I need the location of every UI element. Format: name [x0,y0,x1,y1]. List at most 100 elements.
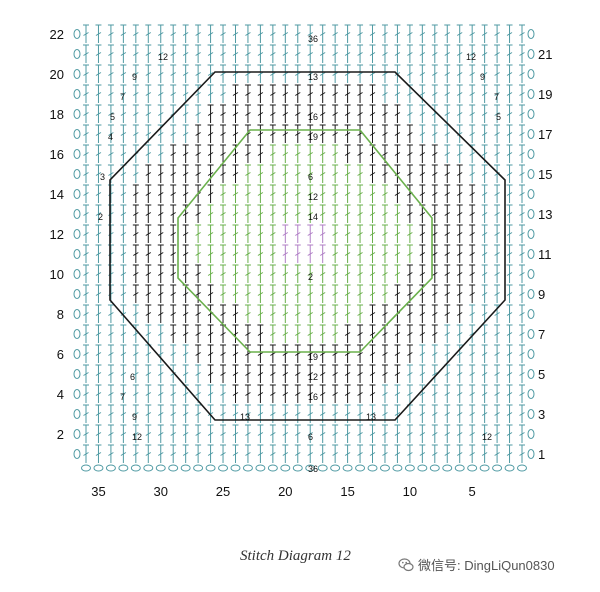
stitch-symbol [419,404,426,423]
stitch-symbol [456,44,463,63]
stitch-symbol [95,104,102,123]
stitch-symbol [195,164,202,183]
stitch-symbol [294,264,301,283]
stitch-symbol [381,44,388,63]
stitch-symbol [269,64,276,83]
chain-oval [73,209,81,219]
stitch-symbol [244,84,251,103]
stitch-count-label: 12 [482,432,492,442]
stitch-symbol [406,164,413,183]
stitch-symbol [95,204,102,223]
stitch-symbol [182,444,189,463]
stitch-symbol [107,44,114,63]
stitch-symbol [232,124,239,143]
stitch-symbol [506,164,513,183]
stitch-symbol [394,124,401,143]
stitch-symbol [120,24,127,43]
stitch-symbol [394,164,401,183]
stitch-count-label: 5 [110,112,115,122]
stitch-symbol [95,144,102,163]
stitch-symbol [394,44,401,63]
chain-oval [73,149,81,159]
stitch-symbol [357,164,364,183]
stitch-symbol [195,364,202,383]
chain-oval [73,229,81,239]
stitch-symbol [269,244,276,263]
stitch-symbol [95,224,102,243]
stitch-symbol [120,284,127,303]
foundation-chain [479,464,490,472]
stitch-symbol [157,364,164,383]
stitch-symbol [394,364,401,383]
stitch-symbol [232,164,239,183]
stitch-symbol [282,244,289,263]
row-label-left: 6 [57,347,64,362]
stitch-symbol [207,224,214,243]
stitch-symbol [294,144,301,163]
stitch-symbol [456,144,463,163]
stitch-symbol [444,304,451,323]
stitch-symbol [83,244,89,263]
stitch-symbol [95,324,102,343]
foundation-chain [280,464,291,472]
stitch-symbol [506,404,513,423]
stitch-symbol [257,364,264,383]
stitch-symbol [357,364,364,383]
stitch-symbol [294,344,301,363]
stitch-symbol [83,324,89,343]
chain-oval [527,169,535,179]
stitch-symbol [319,364,326,383]
stitch-symbol [419,144,426,163]
stitch-symbol [294,164,301,183]
stitch-symbol [157,304,164,323]
stitch-symbol [369,424,376,443]
stitch-symbol [456,64,463,83]
stitch-symbol [107,404,114,423]
stitch-symbol [419,24,426,43]
stitch-symbol [357,284,364,303]
stitch-symbol [494,424,501,443]
stitch-symbol [519,84,525,103]
stitch-symbol [207,144,214,163]
stitch-symbol [132,124,139,143]
stitch-symbol [419,384,426,403]
stitch-symbol [83,384,89,403]
stitch-symbol [182,24,189,43]
stitch-symbol [170,264,177,283]
foundation-chain [255,464,266,472]
foundation-chain [367,464,378,472]
stitch-symbol [307,184,314,203]
stitch-symbol [220,264,227,283]
column-label: 15 [340,484,354,499]
stitch-symbol [307,344,314,363]
stitch-symbol [232,424,239,443]
stitch-symbol [332,104,339,123]
stitch-symbol [506,324,513,343]
stitch-symbol [307,104,314,123]
stitch-symbol [244,104,251,123]
foundation-chain [355,464,366,472]
wechat-icon [398,557,414,571]
stitch-symbol [494,404,501,423]
stitch-symbol [519,324,525,343]
stitch-symbol [269,184,276,203]
stitch-symbol [232,284,239,303]
stitch-symbol [481,44,488,63]
stitch-symbol [107,444,114,463]
stitch-symbol [107,344,114,363]
stitch-symbol [344,224,351,243]
stitch-count-label: 9 [480,72,485,82]
stitch-symbol [419,164,426,183]
stitch-symbol [95,84,102,103]
chain-oval [527,229,535,239]
stitch-symbol [269,264,276,283]
stitch-symbol [369,204,376,223]
foundation-chain [168,464,179,472]
stitch-symbol [257,24,264,43]
stitch-symbol [332,244,339,263]
stitch-symbol [120,424,127,443]
stitch-symbol [170,184,177,203]
stitch-symbol [319,384,326,403]
stitch-count-label: 14 [308,212,318,222]
stitch-symbol [107,64,114,83]
